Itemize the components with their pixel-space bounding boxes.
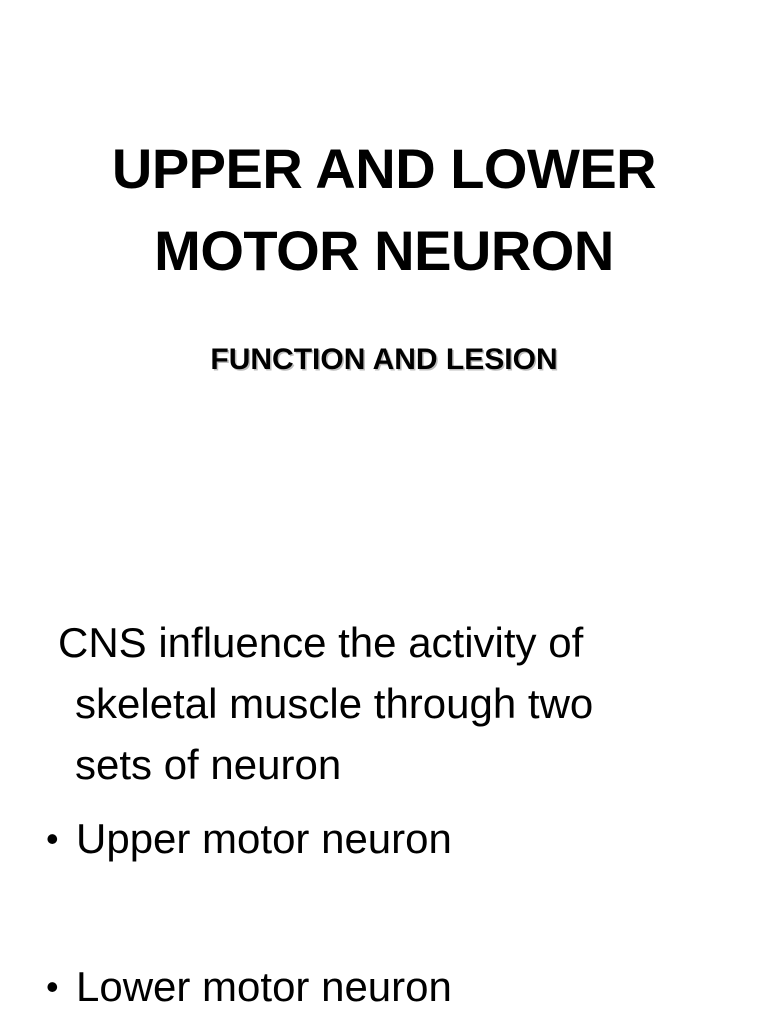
list-item: • Lower motor neuron xyxy=(46,956,452,1017)
intro-line: sets of neuron xyxy=(75,741,342,788)
bullet-icon: • xyxy=(46,966,59,1007)
slide-title: UPPER AND LOWER MOTOR NEURON xyxy=(0,128,768,292)
title-line: MOTOR NEURON xyxy=(154,219,614,282)
intro-paragraph: CNS influence the activity of skeletal m… xyxy=(58,612,718,795)
intro-line: skeletal muscle through two xyxy=(75,680,594,727)
bullet-text: Lower motor neuron xyxy=(76,963,452,1010)
bullet-icon: • xyxy=(46,818,59,859)
list-item: • Upper motor neuron xyxy=(46,808,452,869)
bullet-text: Upper motor neuron xyxy=(76,815,452,862)
intro-line: CNS influence the activity of xyxy=(58,619,584,666)
title-line: UPPER AND LOWER xyxy=(111,137,657,200)
slide-subtitle: FUNCTION AND LESION xyxy=(210,343,558,376)
